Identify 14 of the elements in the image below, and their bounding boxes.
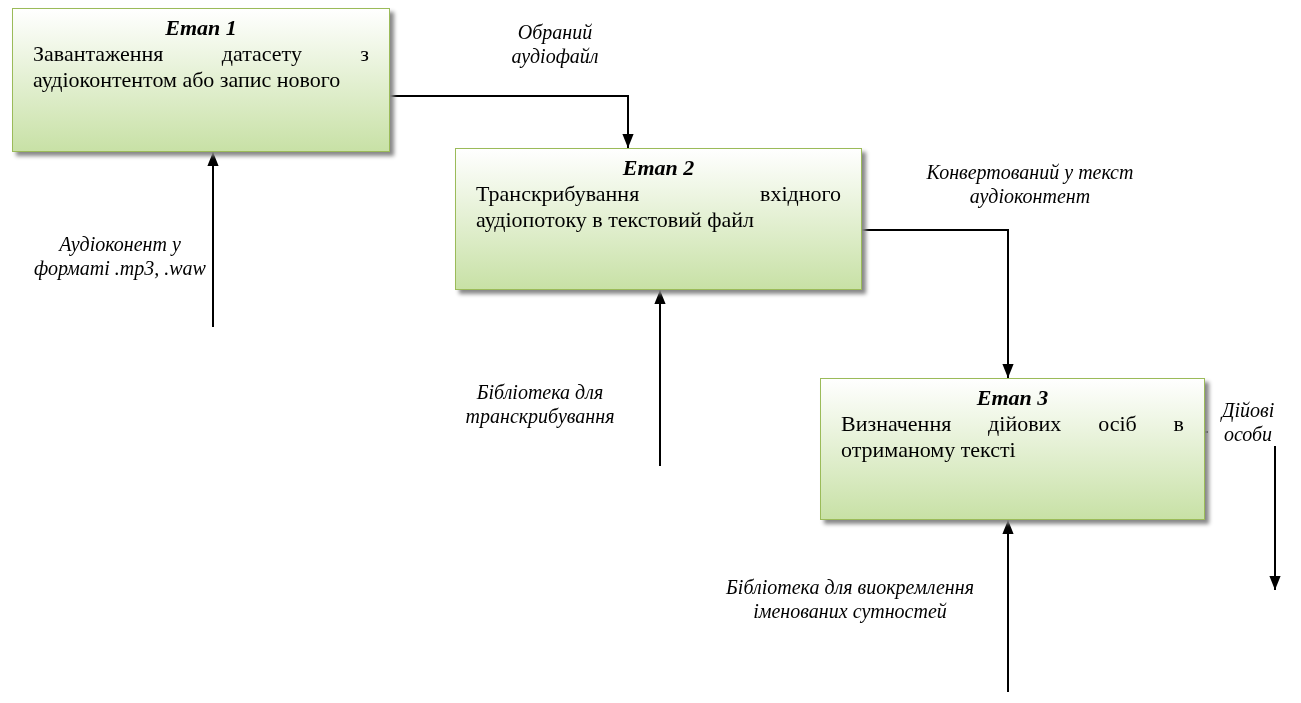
arrow <box>389 95 634 149</box>
process-box <box>455 148 862 290</box>
arrow <box>654 289 666 467</box>
arrow <box>861 229 1014 379</box>
stage-heading: Етап 3 <box>975 385 1050 411</box>
stage-heading: Етап 1 <box>164 15 238 41</box>
stage-description: Завантаження датасету з аудіоконтентом або запис нового <box>33 41 369 93</box>
stage-heading: Етап 2 <box>621 155 696 181</box>
process-box <box>820 378 1205 520</box>
stage-description: Визначення дійових осіб в отриманому тексті <box>841 411 1184 463</box>
arrow <box>207 151 219 328</box>
arrow <box>1002 519 1014 693</box>
process-box <box>12 8 390 152</box>
stage-description: Транскрибування вхідного аудіопотоку в текстовий файл <box>476 181 841 233</box>
